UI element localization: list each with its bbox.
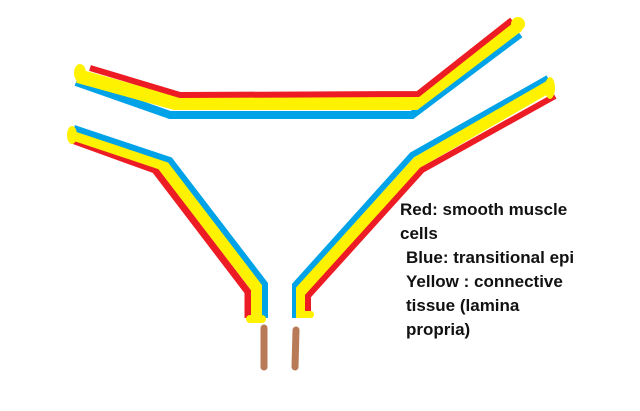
- legend-yellow-line2: tissue (lamina: [406, 296, 520, 315]
- right-wall-red-layer: [305, 93, 557, 315]
- legend-yellow-line3: propria): [406, 320, 471, 339]
- legend-yellow-line1: Yellow : connective: [406, 272, 563, 291]
- right-tube: [291, 326, 300, 371]
- top-wall-left-cap: [74, 64, 86, 82]
- left-wall-bottom-cap: [246, 315, 266, 323]
- top-wall-red-layer: [89, 17, 514, 99]
- legend-blue-line: Blue: transitional epi: [406, 248, 575, 267]
- right-wall-blue-layer: [292, 75, 550, 318]
- legend-red-line2: cells: [400, 224, 438, 243]
- top-wall-blue-layer: [74, 30, 523, 119]
- right-wall-yellow-layer: [296, 80, 553, 318]
- left-wall-yellow-layer: [70, 128, 263, 318]
- urethra-tubes: [260, 324, 300, 371]
- top-wall-yellow-layer: [76, 19, 523, 110]
- left-wall: [67, 125, 268, 323]
- top-wall-right-cap: [511, 17, 525, 31]
- right-wall-top-cap: [545, 77, 555, 99]
- left-wall-top-cap: [67, 126, 77, 144]
- right-wall-bottom-cap: [296, 311, 314, 318]
- left-wall-blue-layer: [73, 125, 268, 318]
- legend: Red: smooth muscle cells Blue: transitio…: [400, 198, 630, 342]
- left-wall-red-layer: [70, 136, 252, 318]
- legend-red-line1: Red: smooth muscle: [400, 200, 568, 219]
- right-wall: [292, 75, 557, 318]
- top-wall: [74, 17, 525, 119]
